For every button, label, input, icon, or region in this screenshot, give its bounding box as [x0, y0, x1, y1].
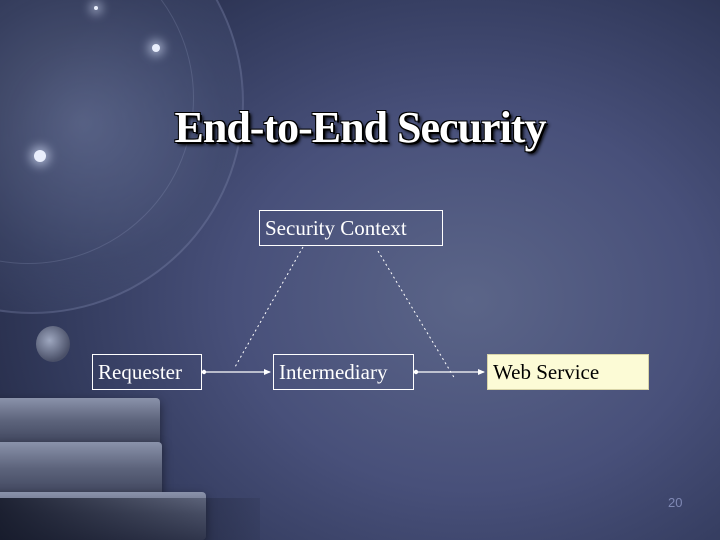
arrow-start-dot [201, 369, 207, 375]
table-shadow [0, 498, 260, 540]
requester-box: Requester [92, 354, 202, 390]
arrow-start-dot [413, 369, 419, 375]
web-service-box: Web Service [487, 354, 649, 390]
security-context-box: Security Context [259, 210, 443, 246]
slide-title: End-to-End Security [174, 103, 547, 152]
context-line-left [234, 246, 304, 368]
globe-stand-image [36, 326, 70, 362]
glint-decoration [34, 150, 46, 162]
glint-decoration [94, 6, 98, 10]
glint-decoration [152, 44, 160, 52]
page-number: 20 [668, 495, 683, 510]
intermediary-box: Intermediary [273, 354, 414, 390]
